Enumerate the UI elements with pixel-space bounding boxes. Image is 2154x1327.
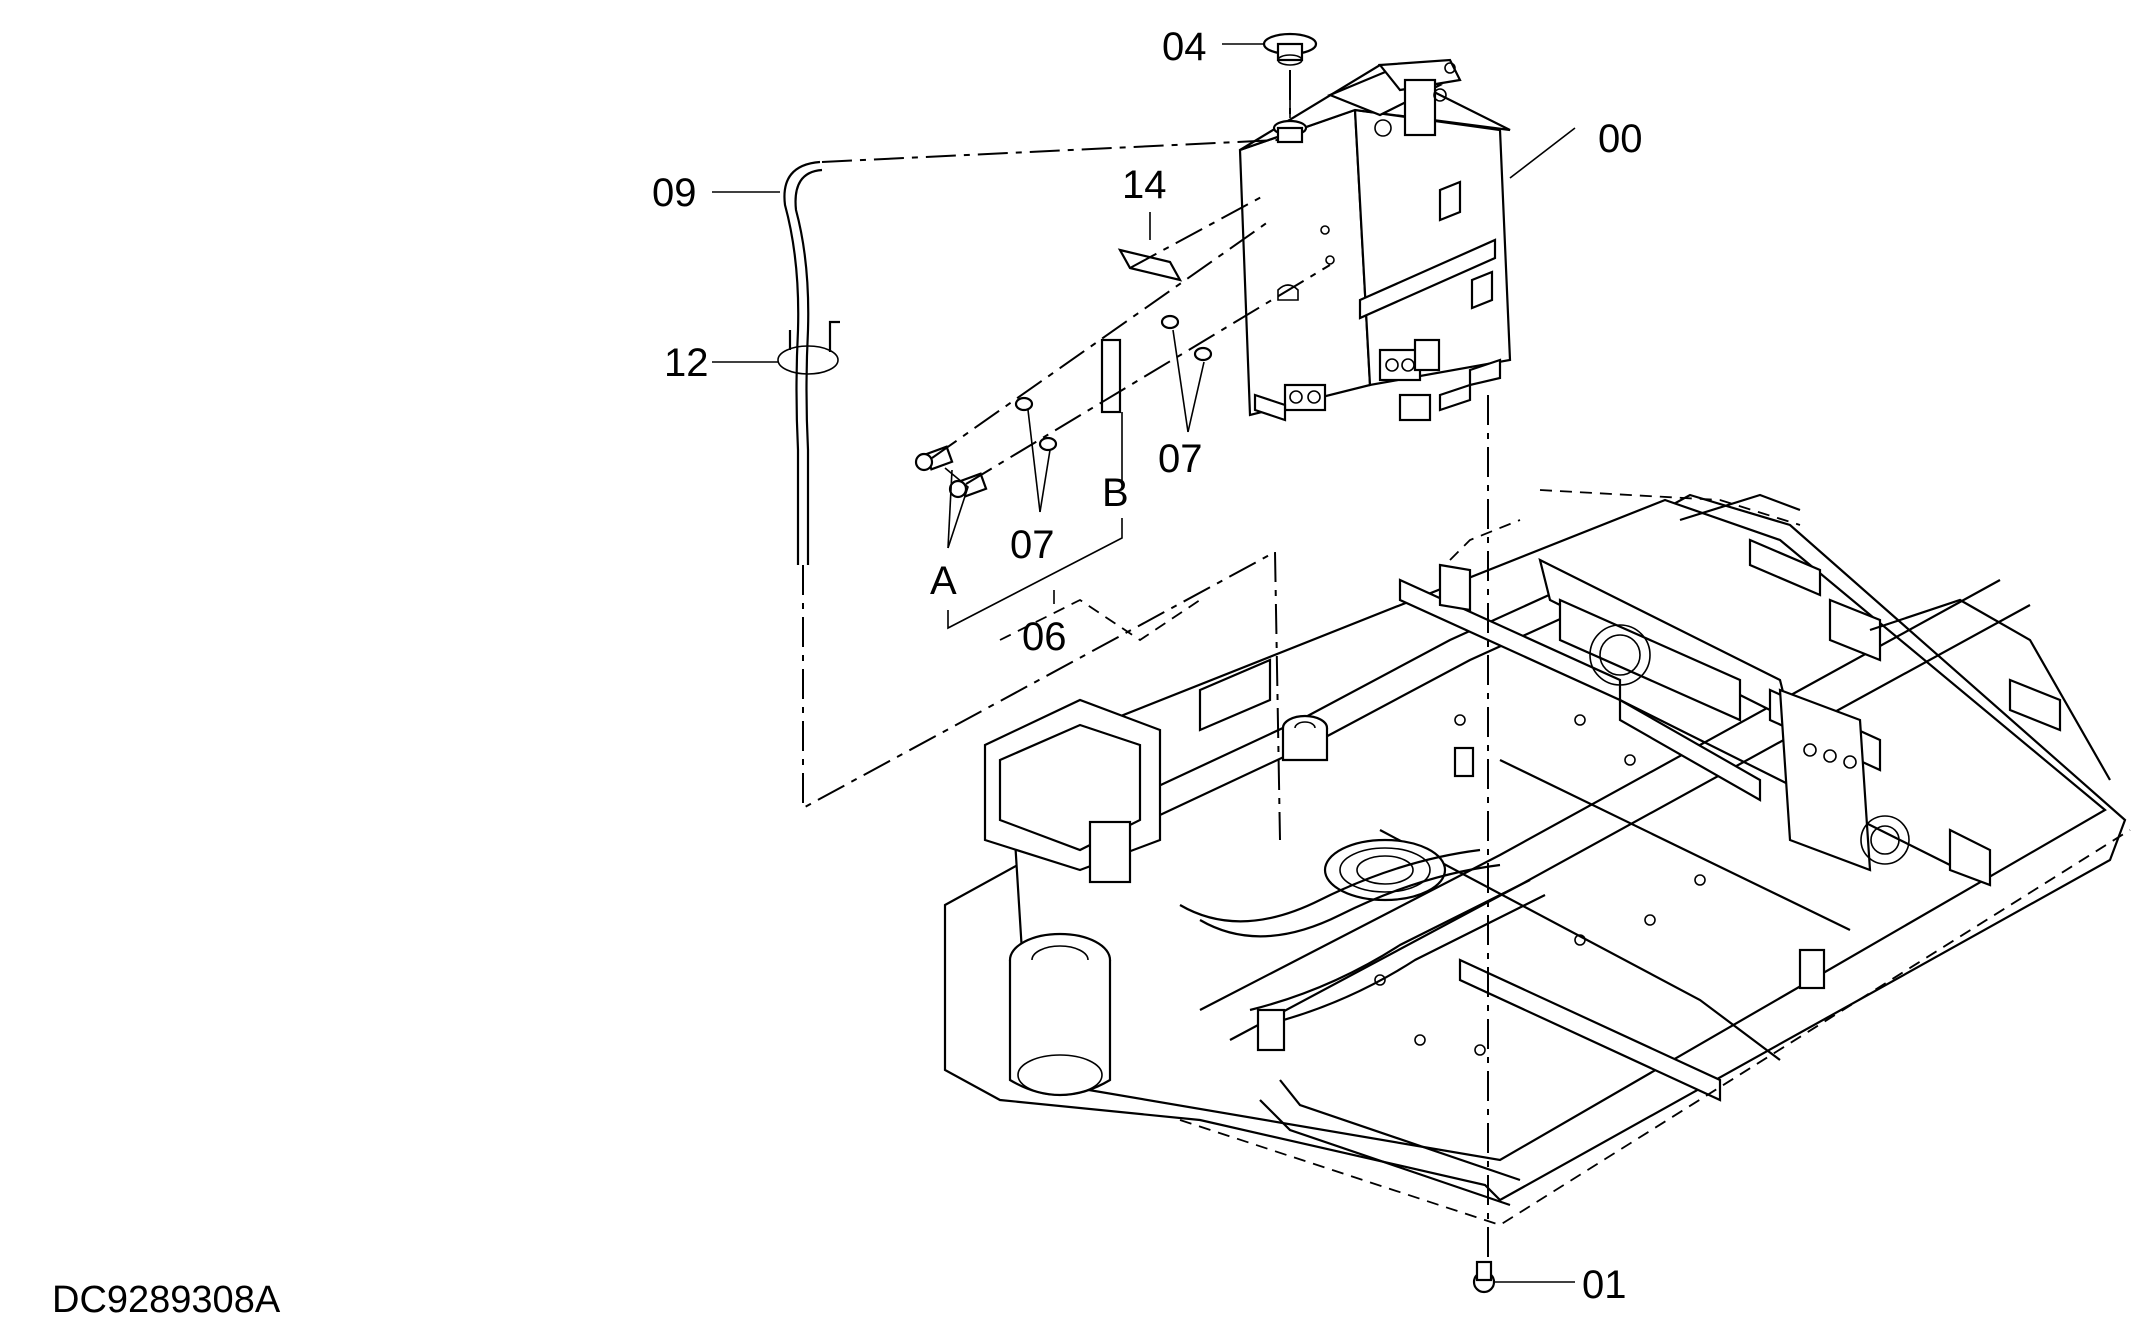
base-frame: [943, 489, 2131, 1226]
callout-09: 09: [652, 171, 697, 215]
bolt-upper: [914, 445, 954, 472]
callout-06: 06: [1022, 615, 1067, 659]
leader-lines: [712, 43, 1576, 1283]
hydraulic-tank: [1238, 58, 1512, 422]
drawing-code: DC9289308A: [52, 1279, 281, 1321]
bolt-bottom: [1472, 1260, 1496, 1294]
callout-A: A: [930, 559, 957, 603]
callout-14: 14: [1122, 163, 1167, 207]
level-gauge: [777, 160, 840, 565]
callout-01: 01: [1582, 1263, 1627, 1307]
callout-B: B: [1102, 471, 1129, 515]
center-lines: [802, 70, 1489, 1258]
callout-12: 12: [664, 341, 709, 385]
callout-04: 04: [1162, 25, 1207, 69]
fasteners: [914, 248, 1496, 1294]
callout-07-right: 07: [1158, 437, 1203, 481]
callout-00: 00: [1598, 117, 1643, 161]
callout-labels: 04 00 09 14 12 07 B 07 A 06 01: [652, 25, 1643, 1307]
callout-07-left: 07: [1010, 523, 1055, 567]
